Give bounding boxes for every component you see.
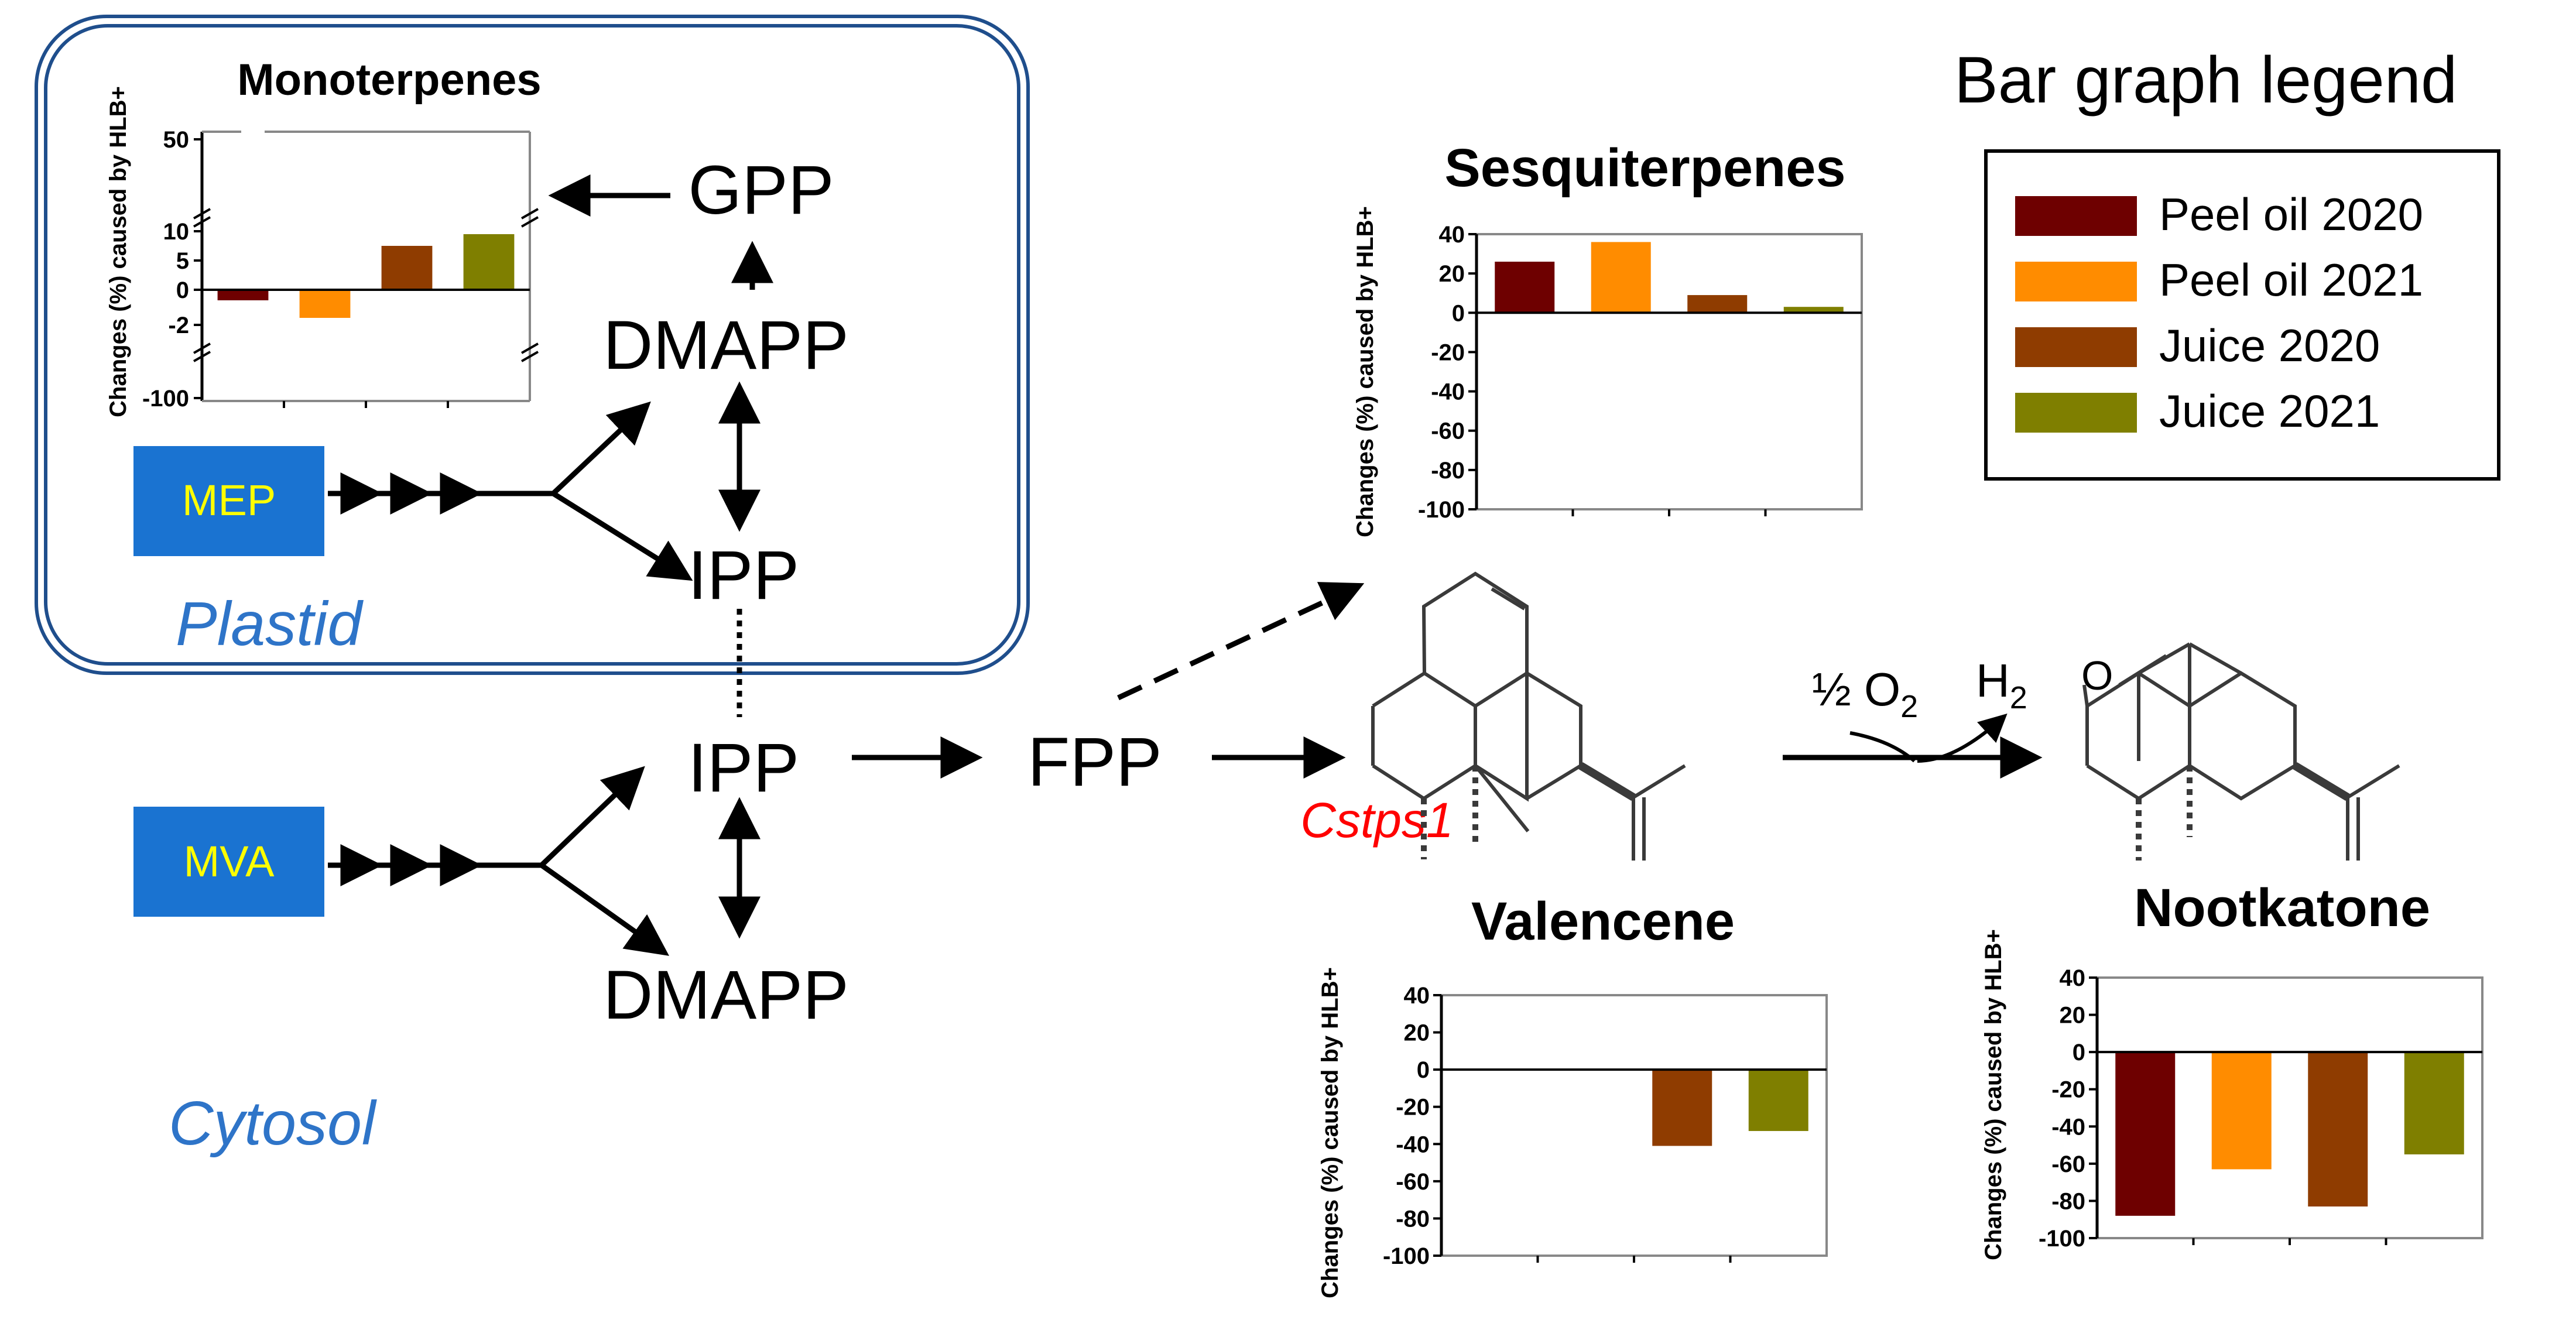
y-tick-label: 40: [2060, 965, 2086, 991]
chart-ylabel: Changes (%) caused by HLB+: [1352, 206, 1378, 537]
bar-juice-2021: [1783, 307, 1844, 313]
y-tick-label: 20: [1404, 1020, 1430, 1046]
chart-valencene: 40 20 0 -20 -40 -60 -80 -100 Changes (%) caused …: [1317, 967, 1828, 1298]
valencene-label: Valencene: [1471, 892, 1735, 951]
y-tick-label: 0: [1452, 300, 1465, 326]
bar-juice-2021: [1748, 1070, 1808, 1132]
y-tick-label: 0: [176, 277, 189, 303]
axis-break-mark: [521, 351, 539, 362]
valencene-structure: [1371, 571, 1686, 861]
bar-juice-2020: [1687, 295, 1748, 313]
cytosol-label: Cytosol: [169, 1089, 377, 1158]
y-tick-label: 40: [1404, 983, 1430, 1009]
ipp-plastid-node: IPP: [688, 537, 799, 614]
chart-title: Monoterpenes: [237, 55, 541, 105]
hydrogen-label: H2: [1976, 654, 2027, 715]
plastid-inner-border: [44, 24, 1020, 666]
chart-ylabel: Changes (%) caused by HLB+: [105, 86, 131, 417]
axis-break-mark: [521, 216, 539, 228]
bar-juice-2021: [2404, 1052, 2464, 1154]
plastid-outer-border: [35, 15, 1030, 675]
legend-swatch: [2015, 262, 2137, 301]
carbonyl-oxygen: O: [2081, 653, 2113, 698]
y-tick-label: 20: [1439, 261, 1465, 287]
y-tick-label: -40: [1431, 379, 1465, 405]
y-tick-label: 10: [163, 219, 190, 245]
chart-title: Sesquiterpenes: [1444, 138, 1845, 198]
bar-peel-oil-2020: [2115, 1052, 2176, 1216]
y-tick-label: -100: [1383, 1243, 1430, 1269]
y-tick-label: 0: [1417, 1057, 1430, 1083]
chart-sesquiterpenes: 40 20 0 -20 -40 -60 -80 -100 Changes (%) caused …: [1352, 138, 1863, 537]
y-tick-label: -60: [1396, 1169, 1430, 1195]
nootkatone-label: Nootkatone: [2134, 878, 2430, 938]
legend-label: Peel oil 2021: [2159, 254, 2423, 306]
bar-peel-oil-2021: [1591, 242, 1651, 313]
y-tick-label: -100: [142, 386, 189, 412]
axis-break-mark: [521, 342, 539, 354]
y-tick-label: 0: [2073, 1040, 2085, 1065]
nootkatone-structure: [2082, 642, 2400, 861]
y-tick-label: -20: [1431, 340, 1465, 365]
pathway-arrows: [328, 174, 2043, 956]
y-tick-label: -100: [1418, 497, 1465, 523]
plastid-label: Plastid: [176, 589, 364, 659]
bar-peel-oil-2020: [1495, 262, 1555, 313]
chart-nootkatone: 40 20 0 -20 -40 -60 -80 -100 Changes (%) caused …: [1981, 929, 2483, 1260]
oxygen-label: ½ O2: [1812, 663, 1918, 724]
bar-juice-2020: [2308, 1052, 2368, 1207]
bar-peel-oil-2020: [217, 290, 269, 300]
axis-break-mark: [193, 208, 211, 220]
legend-swatch: [2015, 393, 2137, 433]
legend-label: Juice 2020: [2159, 320, 2380, 371]
bar-juice-2020: [381, 246, 433, 290]
mep-label: MEP: [182, 476, 276, 525]
enzyme-label: Cstps1: [1300, 793, 1453, 848]
dmapp-plastid-node: DMAPP: [603, 307, 849, 384]
legend-label: Peel oil 2020: [2159, 188, 2423, 240]
mep-box: [133, 446, 324, 556]
mva-label: MVA: [184, 837, 275, 886]
y-tick-label: -20: [2051, 1077, 2085, 1103]
ipp-cytosol-node: IPP: [688, 729, 799, 807]
axis-break-mark: [193, 342, 211, 354]
y-tick-label: 5: [176, 248, 189, 274]
bar-peel-oil-2021: [299, 290, 351, 318]
legend-label: Juice 2021: [2159, 385, 2380, 437]
gpp-node: GPP: [688, 152, 834, 229]
chart-ylabel: Changes (%) caused by HLB+: [1981, 929, 2006, 1260]
y-tick-label: 20: [2060, 1003, 2086, 1029]
axis-break-mark: [521, 208, 539, 220]
y-tick-label: 40: [1439, 222, 1465, 248]
y-tick-label: -80: [1431, 458, 1465, 484]
y-tick-label: -80: [1396, 1206, 1430, 1232]
y-tick-label: -60: [1431, 419, 1465, 444]
fpp-node: FPP: [1027, 724, 1162, 801]
chart-ylabel: Changes (%) caused by HLB+: [1317, 967, 1343, 1298]
legend-swatch: [2015, 327, 2137, 367]
dmapp-cytosol-node: DMAPP: [603, 957, 849, 1034]
y-tick-label: -80: [2051, 1188, 2085, 1214]
axis-break-mark: [193, 351, 211, 362]
axis-break-mark: [193, 216, 211, 228]
legend-title: Bar graph legend: [1954, 43, 2457, 116]
legend-swatch: [2015, 196, 2137, 236]
y-tick-label: -2: [168, 313, 189, 338]
y-tick-label: -20: [1396, 1095, 1430, 1120]
bar-juice-2021: [463, 234, 515, 290]
y-tick-label: 50: [163, 127, 190, 153]
y-tick-label: -100: [2039, 1226, 2085, 1252]
bar-peel-oil-2021: [2211, 1052, 2272, 1170]
y-tick-label: -40: [1396, 1132, 1430, 1157]
bar-juice-2020: [1652, 1070, 1712, 1146]
y-tick-label: -40: [2051, 1114, 2085, 1140]
mva-box: [133, 807, 324, 917]
y-tick-label: -60: [2051, 1151, 2085, 1177]
